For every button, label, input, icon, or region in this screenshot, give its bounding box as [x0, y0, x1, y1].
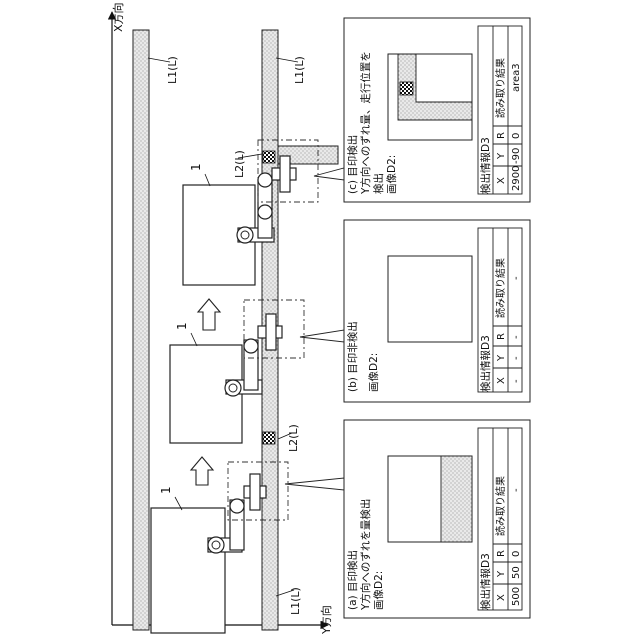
- panel-b-image: [388, 256, 472, 342]
- panel-b-value-y: -: [511, 356, 522, 360]
- panel-a-caption-2: Y方向へのずれを量検出: [359, 499, 372, 611]
- arrow-up-upper: [198, 299, 220, 330]
- panel-b-info-title: 検出情報D3: [479, 335, 492, 392]
- panel-a-info-title: 検出情報D3: [479, 553, 492, 610]
- marker-lower: [263, 432, 275, 444]
- panel-a-header-x: X: [496, 594, 507, 601]
- panel-b-image-label: 画像D2:: [368, 353, 380, 392]
- panel-a-header-result: 読み取り結果: [494, 476, 507, 536]
- panel-b: (b) 目印非検出 画像D2: 検出情報D3 X Y R 読み取り結果 - - …: [344, 220, 530, 402]
- robot-label: 1: [159, 486, 173, 494]
- label-l1-top-left: L1(L): [166, 56, 179, 84]
- arrow-up-lower: [191, 457, 213, 485]
- panel-a-header-y: Y: [496, 570, 507, 578]
- panel-a-value-result: -: [511, 488, 522, 492]
- robot-label-b: 1: [175, 322, 189, 330]
- panel-a-value-r: 0: [511, 551, 522, 557]
- panel-c-image-marker: [400, 82, 413, 95]
- panel-c-value-result: area3: [511, 63, 522, 92]
- panel-c-caption-3: 検出: [372, 173, 385, 194]
- robot-body: [151, 508, 225, 633]
- label-l1-top-right: L1(L): [293, 56, 306, 84]
- panel-b-value-x: -: [511, 379, 522, 383]
- label-l2-right: L2(L): [233, 150, 246, 178]
- panel-c-header-r: R: [496, 132, 507, 139]
- line-l1-left: [133, 30, 149, 630]
- panel-a-value-y: 50: [511, 566, 522, 579]
- x-axis-label: X方向: [111, 2, 125, 32]
- panel-c: (c) 目印検出 Y方向へのずれ量、走行位置を 検出 画像D2: 検出情報D3 …: [344, 18, 530, 202]
- panel-b-caption-1: (b) 目印非検出: [346, 321, 359, 392]
- panel-c-caption-1: (c) 目印検出: [346, 135, 359, 194]
- panel-a-header-r: R: [496, 550, 507, 557]
- panel-a-image-label: 画像D2:: [373, 571, 385, 610]
- panel-c-header-x: X: [496, 177, 507, 184]
- panel-b-header-result: 読み取り結果: [494, 258, 507, 318]
- panel-b-header-x: X: [496, 377, 507, 384]
- panel-a-caption-1: (a) 目印検出: [346, 550, 359, 610]
- y-axis-label: Y方向: [319, 605, 333, 635]
- panel-c-caption-2: Y方向へのずれ量、走行位置を: [359, 51, 372, 195]
- panel-c-info-title: 検出情報D3: [479, 137, 492, 194]
- panel-c-value-r: 0: [511, 133, 522, 139]
- panel-b-value-result: -: [511, 276, 522, 280]
- panel-a-image-tape: [441, 456, 472, 542]
- robot-label-c: 1: [189, 163, 203, 171]
- panel-a: (a) 目印検出 Y方向へのずれを量検出 画像D2: 検出情報D3 X Y R …: [344, 420, 530, 618]
- panel-c-value-x: 2900: [511, 166, 522, 191]
- label-l2-left: L2(L): [287, 424, 300, 452]
- panel-c-image-label: 画像D2:: [386, 155, 398, 194]
- panel-b-value-r: -: [511, 335, 522, 339]
- marker-upper: [263, 151, 275, 163]
- panel-b-header-y: Y: [496, 354, 507, 362]
- robot-stage-b: 1: [170, 300, 304, 443]
- panel-a-value-x: 500: [511, 587, 522, 606]
- panel-c-header-y: Y: [496, 152, 507, 160]
- panel-b-header-r: R: [496, 333, 507, 340]
- panel-c-value-y: -90: [511, 148, 522, 164]
- panel-c-header-result: 読み取り結果: [494, 58, 507, 118]
